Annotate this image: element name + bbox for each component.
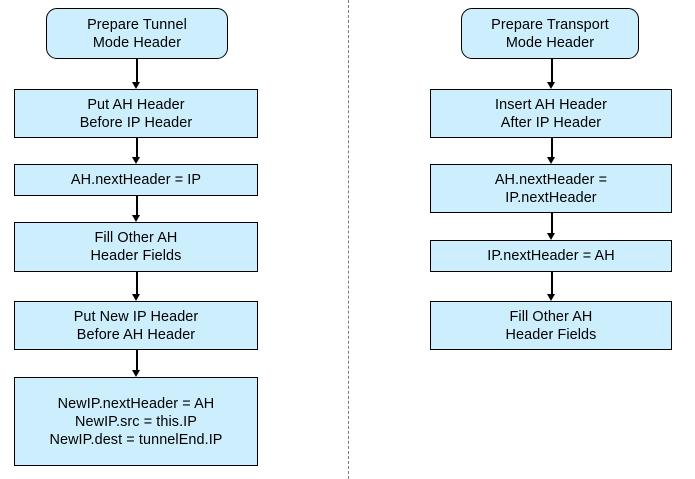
- flow-node-tunnel-start[interactable]: Prepare Tunnel Mode Header: [46, 8, 228, 59]
- flow-node-transport-step-4[interactable]: Fill Other AH Header Fields: [430, 301, 672, 350]
- arrow-head-icon: [132, 157, 141, 164]
- arrow-head-icon: [132, 215, 141, 222]
- arrow-head-icon: [547, 82, 556, 89]
- column-divider: [348, 0, 349, 479]
- arrow-shaft: [551, 272, 553, 295]
- flow-node-tunnel-step-4[interactable]: Put New IP Header Before AH Header: [14, 301, 258, 350]
- arrow-shaft: [551, 138, 553, 158]
- arrow-shaft: [136, 138, 138, 158]
- flow-node-transport-start[interactable]: Prepare Transport Mode Header: [461, 8, 639, 59]
- arrow-head-icon: [132, 82, 141, 89]
- arrow-head-icon: [132, 370, 141, 377]
- arrow-shaft: [136, 196, 138, 216]
- flow-node-transport-step-2[interactable]: AH.nextHeader = IP.nextHeader: [430, 164, 672, 213]
- flow-node-tunnel-step-1[interactable]: Put AH Header Before IP Header: [14, 89, 258, 138]
- arrow-head-icon: [547, 157, 556, 164]
- flow-node-tunnel-step-3[interactable]: Fill Other AH Header Fields: [14, 222, 258, 272]
- arrow-shaft: [551, 59, 553, 83]
- flow-node-transport-step-3[interactable]: IP.nextHeader = AH: [430, 240, 672, 272]
- flow-node-tunnel-step-2[interactable]: AH.nextHeader = IP: [14, 164, 258, 196]
- arrow-head-icon: [547, 233, 556, 240]
- flow-node-transport-step-1[interactable]: Insert AH Header After IP Header: [430, 89, 672, 138]
- arrow-head-icon: [132, 294, 141, 301]
- arrow-head-icon: [547, 294, 556, 301]
- flow-node-tunnel-step-5[interactable]: NewIP.nextHeader = AH NewIP.src = this.I…: [14, 377, 258, 466]
- arrow-shaft: [136, 272, 138, 295]
- arrow-shaft: [136, 59, 138, 83]
- arrow-shaft: [551, 213, 553, 234]
- arrow-shaft: [136, 350, 138, 371]
